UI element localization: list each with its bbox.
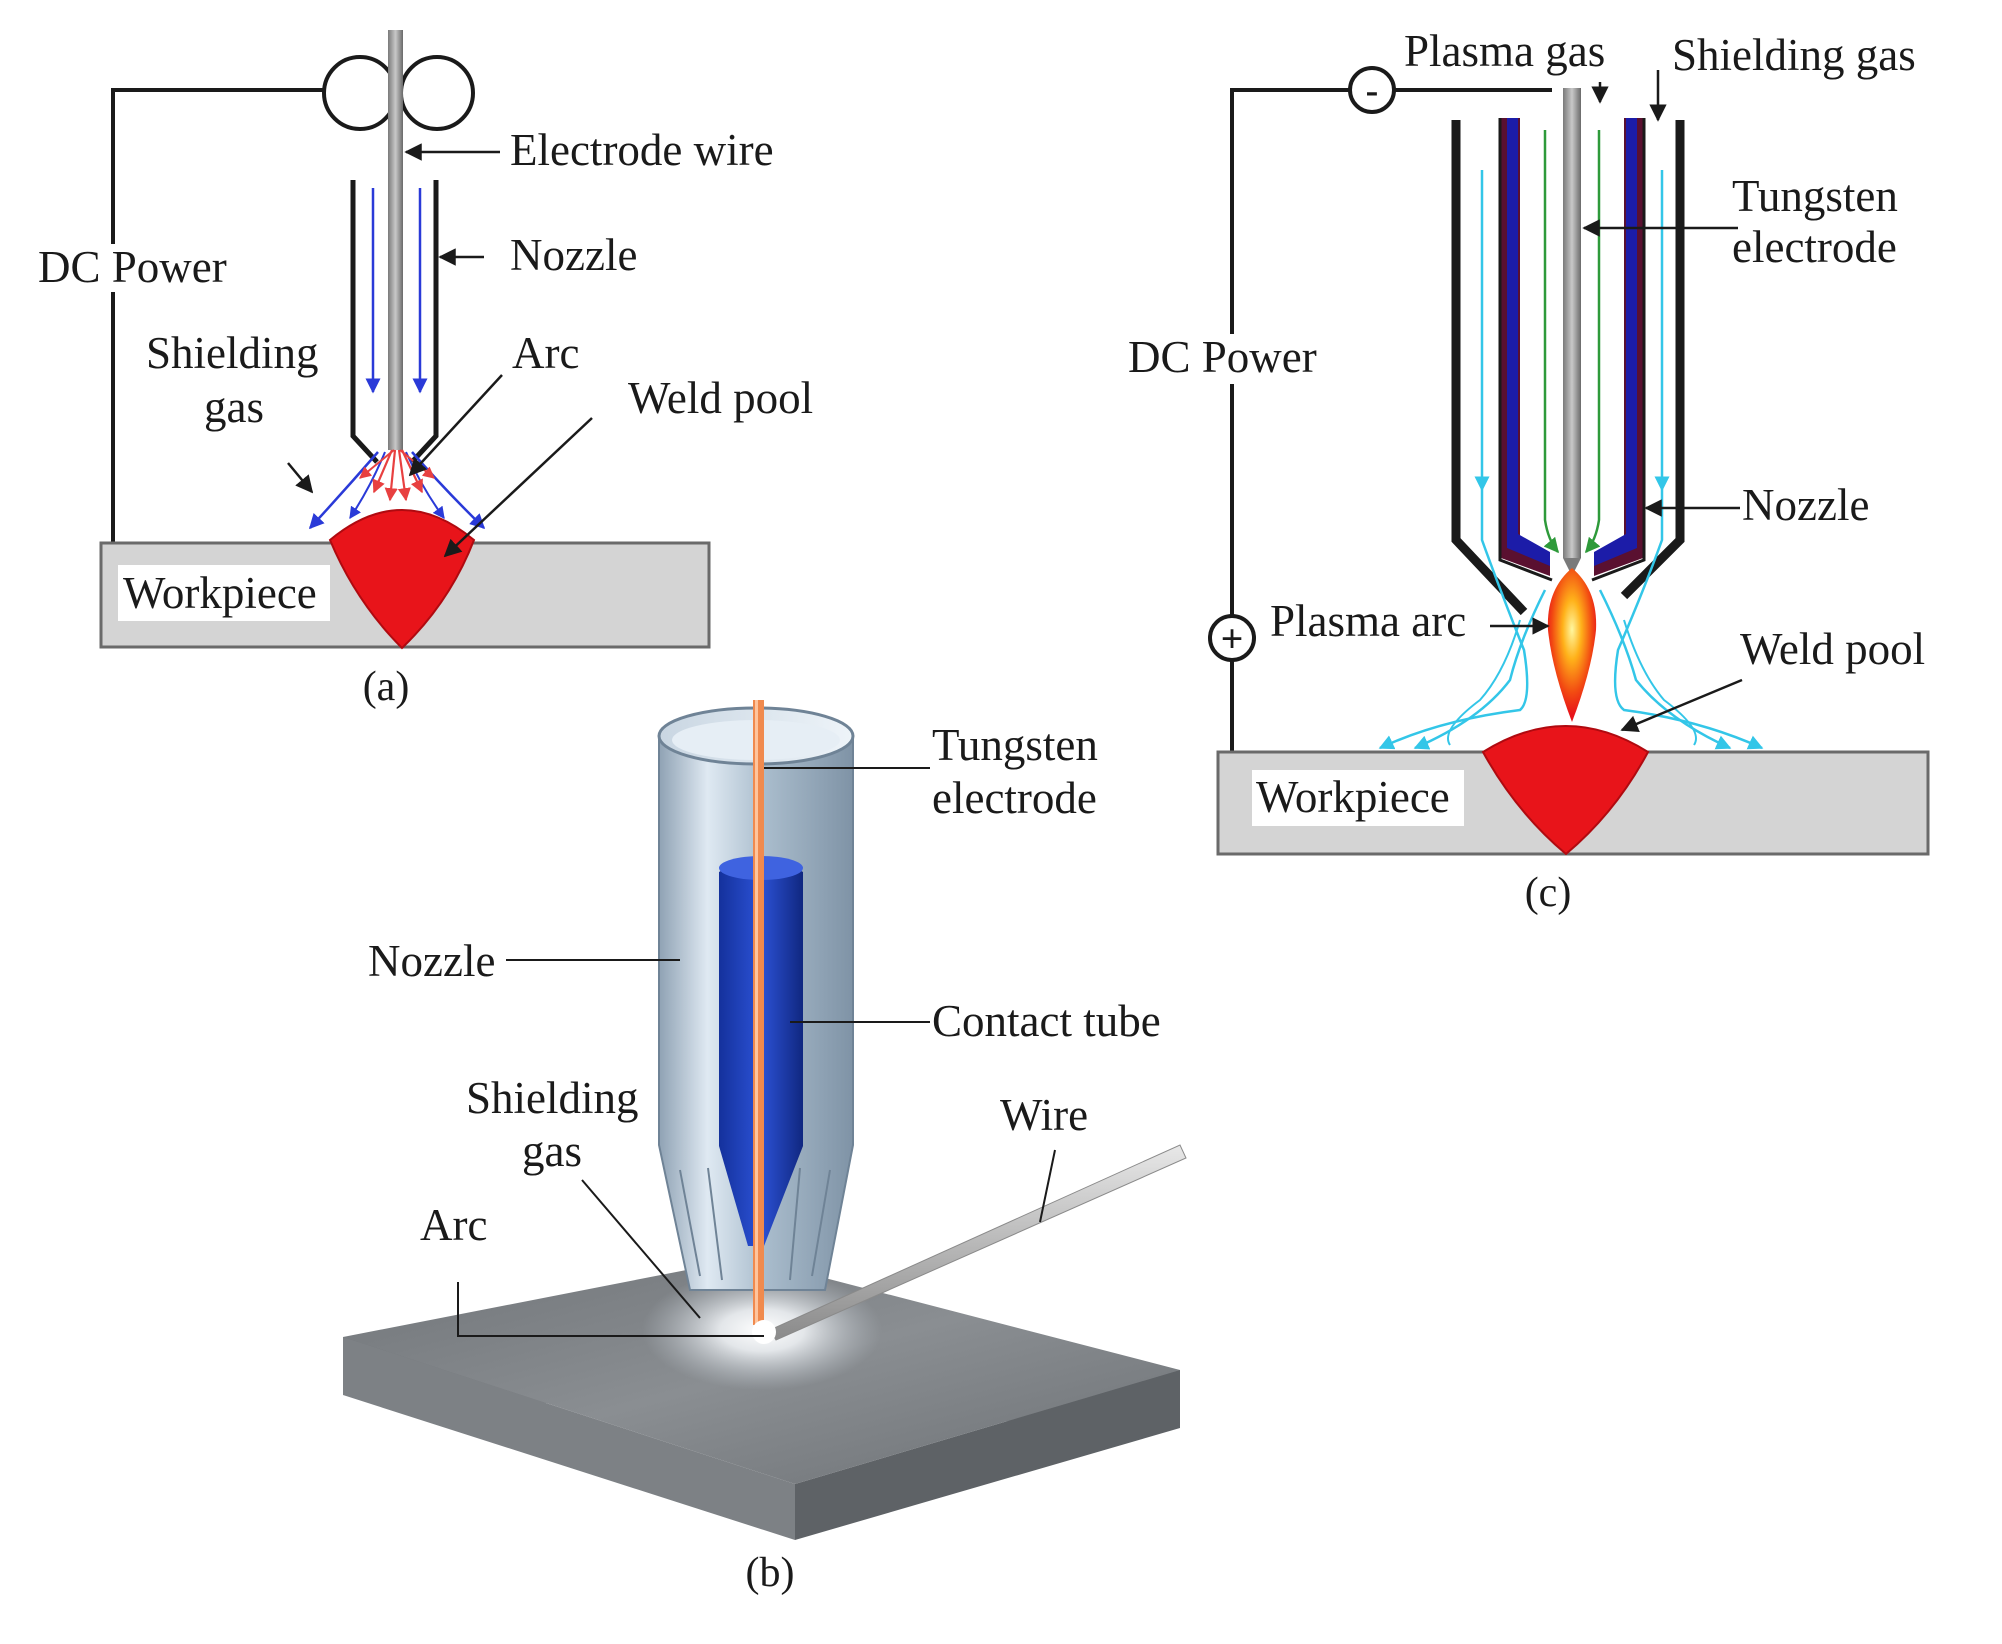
label-arc-a: Arc — [512, 328, 579, 378]
weld-pool-c — [1481, 725, 1650, 856]
label-tungsten-electrode-line1-b: Tungsten — [932, 720, 1098, 770]
tungsten-electrode-c — [1563, 88, 1581, 558]
label-tungsten-electrode-line2-c: electrode — [1732, 222, 1897, 272]
label-contact-tube-b: Contact tube — [932, 996, 1161, 1046]
label-dc-power-a: DC Power — [38, 242, 227, 292]
nozzle-slot-b — [811, 1169, 831, 1277]
label-shielding-gas-line1-b: Shielding — [466, 1073, 639, 1123]
arc-spot-b — [752, 1320, 776, 1344]
workpiece-label-a: Workpiece — [123, 568, 317, 618]
label-weld-pool-a: Weld pool — [628, 373, 813, 423]
dc-power-label-bg-a — [34, 244, 246, 292]
plasma-gas-flow-c — [1543, 130, 1559, 554]
tungsten-electrode-b — [753, 700, 764, 1325]
feed-roller-left-icon — [322, 55, 398, 131]
shielding-nozzle-right-c — [1620, 120, 1685, 600]
workpiece-label-bg-a — [118, 565, 330, 621]
panel-b: Tungsten electrode Nozzle Contact tube S… — [343, 700, 1187, 1596]
workpiece-label-bg-c — [1252, 770, 1464, 826]
label-wire-b: Wire — [1000, 1090, 1088, 1140]
label-weld-pool-c: Weld pool — [1740, 624, 1925, 674]
feed-roller-right-icon — [399, 55, 475, 131]
plasma-gas-flow-c — [1585, 130, 1601, 554]
label-plasma-gas-c: Plasma gas — [1404, 26, 1605, 76]
shielding-nozzle-left-c — [1451, 120, 1528, 616]
shielding-gas-flow-c — [1623, 619, 1697, 746]
shielding-gas-flow-c — [1598, 589, 1732, 750]
dc-circuit-wire-a — [111, 88, 330, 543]
shielding-flow-out-a — [308, 451, 379, 530]
shielding-flow-out-a — [405, 451, 445, 519]
arc-arrow-a — [372, 449, 394, 494]
label-plasma-arc-c: Plasma arc — [1270, 596, 1466, 646]
plate-left-face-b — [343, 1337, 795, 1540]
nozzle-right-wall-a — [410, 180, 439, 464]
arc-arrow-a — [384, 449, 398, 502]
caption-a: (a) — [363, 664, 410, 710]
shielding-gas-flow-c — [1378, 490, 1529, 750]
plasma-nozzle-blue-left-c — [1507, 118, 1550, 566]
label-dc-power-c: DC Power — [1128, 332, 1317, 382]
negative-terminal-sign: - — [1366, 70, 1379, 112]
arc-arrow-a — [397, 449, 411, 502]
label-shielding-gas-line1-a: Shielding — [146, 328, 319, 378]
label-nozzle-b: Nozzle — [368, 936, 495, 986]
leader-arc-a — [408, 374, 503, 477]
negative-terminal-icon — [1348, 66, 1396, 114]
electrode-wire-a — [388, 30, 403, 450]
panel-c: - + Workpiece — [1124, 26, 1930, 916]
plasma-nozzle-blue-right-c — [1594, 118, 1637, 566]
leader-weld-pool-a — [443, 417, 593, 558]
positive-terminal-icon — [1208, 614, 1256, 662]
label-tungsten-electrode-line1-c: Tungsten — [1732, 171, 1898, 221]
nozzle-slot-b — [789, 1167, 801, 1281]
leader-weld-pool-c — [1620, 678, 1743, 733]
positive-terminal-sign: + — [1221, 616, 1244, 661]
shielding-gas-flow-c — [1613, 490, 1764, 750]
leader-shielding-gas-a — [287, 462, 314, 494]
nozzle-left-wall-a — [350, 180, 379, 464]
caption-b: (b) — [746, 1550, 795, 1596]
tungsten-electrode-highlight-b — [755, 700, 758, 1325]
nozzle-slot-b — [707, 1167, 723, 1281]
workpiece-label-c: Workpiece — [1256, 772, 1450, 822]
caption-c: (c) — [1525, 870, 1572, 916]
label-electrode-wire-a: Electrode wire — [510, 125, 774, 175]
panel-a: Workpiece Electrode wire Nozzle DC Pow — [34, 30, 813, 710]
tungsten-electrode-tip-c — [1563, 558, 1581, 576]
plasma-nozzle-outline-left-c — [1498, 118, 1553, 582]
leader-shielding-gas-b — [581, 1179, 701, 1319]
plate-right-face-b — [795, 1370, 1180, 1540]
label-nozzle-c: Nozzle — [1742, 480, 1869, 530]
arc-arrow-a — [359, 449, 395, 479]
plasma-nozzle-outline-right-c — [1591, 118, 1646, 582]
label-shielding-gas-c: Shielding gas — [1672, 30, 1916, 80]
leader-arc-b — [457, 1282, 764, 1337]
label-nozzle-a: Nozzle — [510, 230, 637, 280]
dc-power-label-bg-c — [1124, 334, 1338, 384]
label-shielding-gas-line2-b: gas — [522, 1126, 582, 1176]
dc-circuit-wire-c — [1230, 88, 1350, 752]
leader-wire-b — [1039, 1149, 1056, 1223]
label-shielding-gas-line2-a: gas — [204, 382, 264, 432]
label-tungsten-electrode-line2-b: electrode — [932, 773, 1097, 823]
shielding-gas-flow-c — [1447, 619, 1521, 746]
label-arc-b: Arc — [420, 1200, 487, 1250]
weld-pool-a — [328, 509, 476, 650]
plasma-arc-flame-c — [1547, 568, 1597, 722]
nozzle-slot-b — [679, 1169, 701, 1277]
